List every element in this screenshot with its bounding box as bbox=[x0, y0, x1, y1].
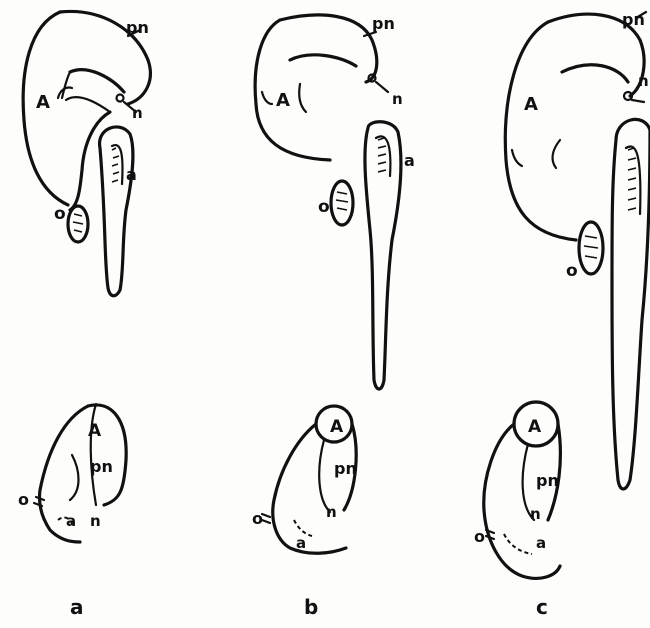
label-o-upper-b: o bbox=[318, 197, 330, 217]
label-n-lower-a: n bbox=[90, 512, 101, 530]
label-A-lower-b: A bbox=[330, 417, 344, 437]
label-o-lower-c: o bbox=[474, 527, 485, 546]
label-A-upper-a: A bbox=[36, 92, 50, 113]
panel-a: pn A n a o A pn n a o a bbox=[18, 11, 150, 619]
panel-c-lower-diagram bbox=[484, 402, 561, 578]
panel-label-c: c bbox=[536, 595, 548, 619]
label-pn-lower-b: pn bbox=[334, 459, 357, 478]
label-n-lower-b: n bbox=[326, 503, 337, 521]
label-A-upper-c: A bbox=[524, 94, 538, 115]
label-A-lower-c: A bbox=[528, 417, 542, 437]
label-a-upper-b: a bbox=[404, 151, 415, 170]
label-pn-upper-b: pn bbox=[372, 14, 395, 33]
label-o-upper-a: o bbox=[54, 204, 66, 224]
panel-b: pn A n a o A pn n a o b bbox=[252, 14, 415, 619]
label-o-lower-b: o bbox=[252, 509, 263, 528]
label-A-lower-a: A bbox=[88, 421, 102, 441]
panel-c: pn A n o A pn n a o c bbox=[474, 10, 650, 619]
label-a-lower-b: a bbox=[296, 534, 306, 552]
label-n-lower-c: n bbox=[530, 505, 541, 523]
panel-label-a: a bbox=[70, 595, 84, 619]
label-a-lower-a: a bbox=[66, 512, 76, 530]
label-o-lower-a: o bbox=[18, 490, 29, 509]
label-a-upper-a: a bbox=[126, 165, 137, 184]
label-n-upper-a: n bbox=[132, 104, 143, 122]
label-o-upper-c: o bbox=[566, 261, 578, 281]
label-n-upper-c: n bbox=[638, 72, 649, 90]
label-pn-lower-c: pn bbox=[536, 471, 559, 490]
label-A-upper-b: A bbox=[276, 90, 290, 111]
label-n-upper-b: n bbox=[392, 90, 403, 108]
label-pn-lower-a: pn bbox=[90, 457, 113, 476]
label-a-lower-c: a bbox=[536, 534, 546, 552]
panel-a-upper-diagram bbox=[23, 11, 150, 295]
label-pn-upper-c: pn bbox=[622, 10, 645, 29]
label-pn-upper-a: pn bbox=[126, 18, 149, 37]
panel-label-b: b bbox=[304, 595, 318, 619]
